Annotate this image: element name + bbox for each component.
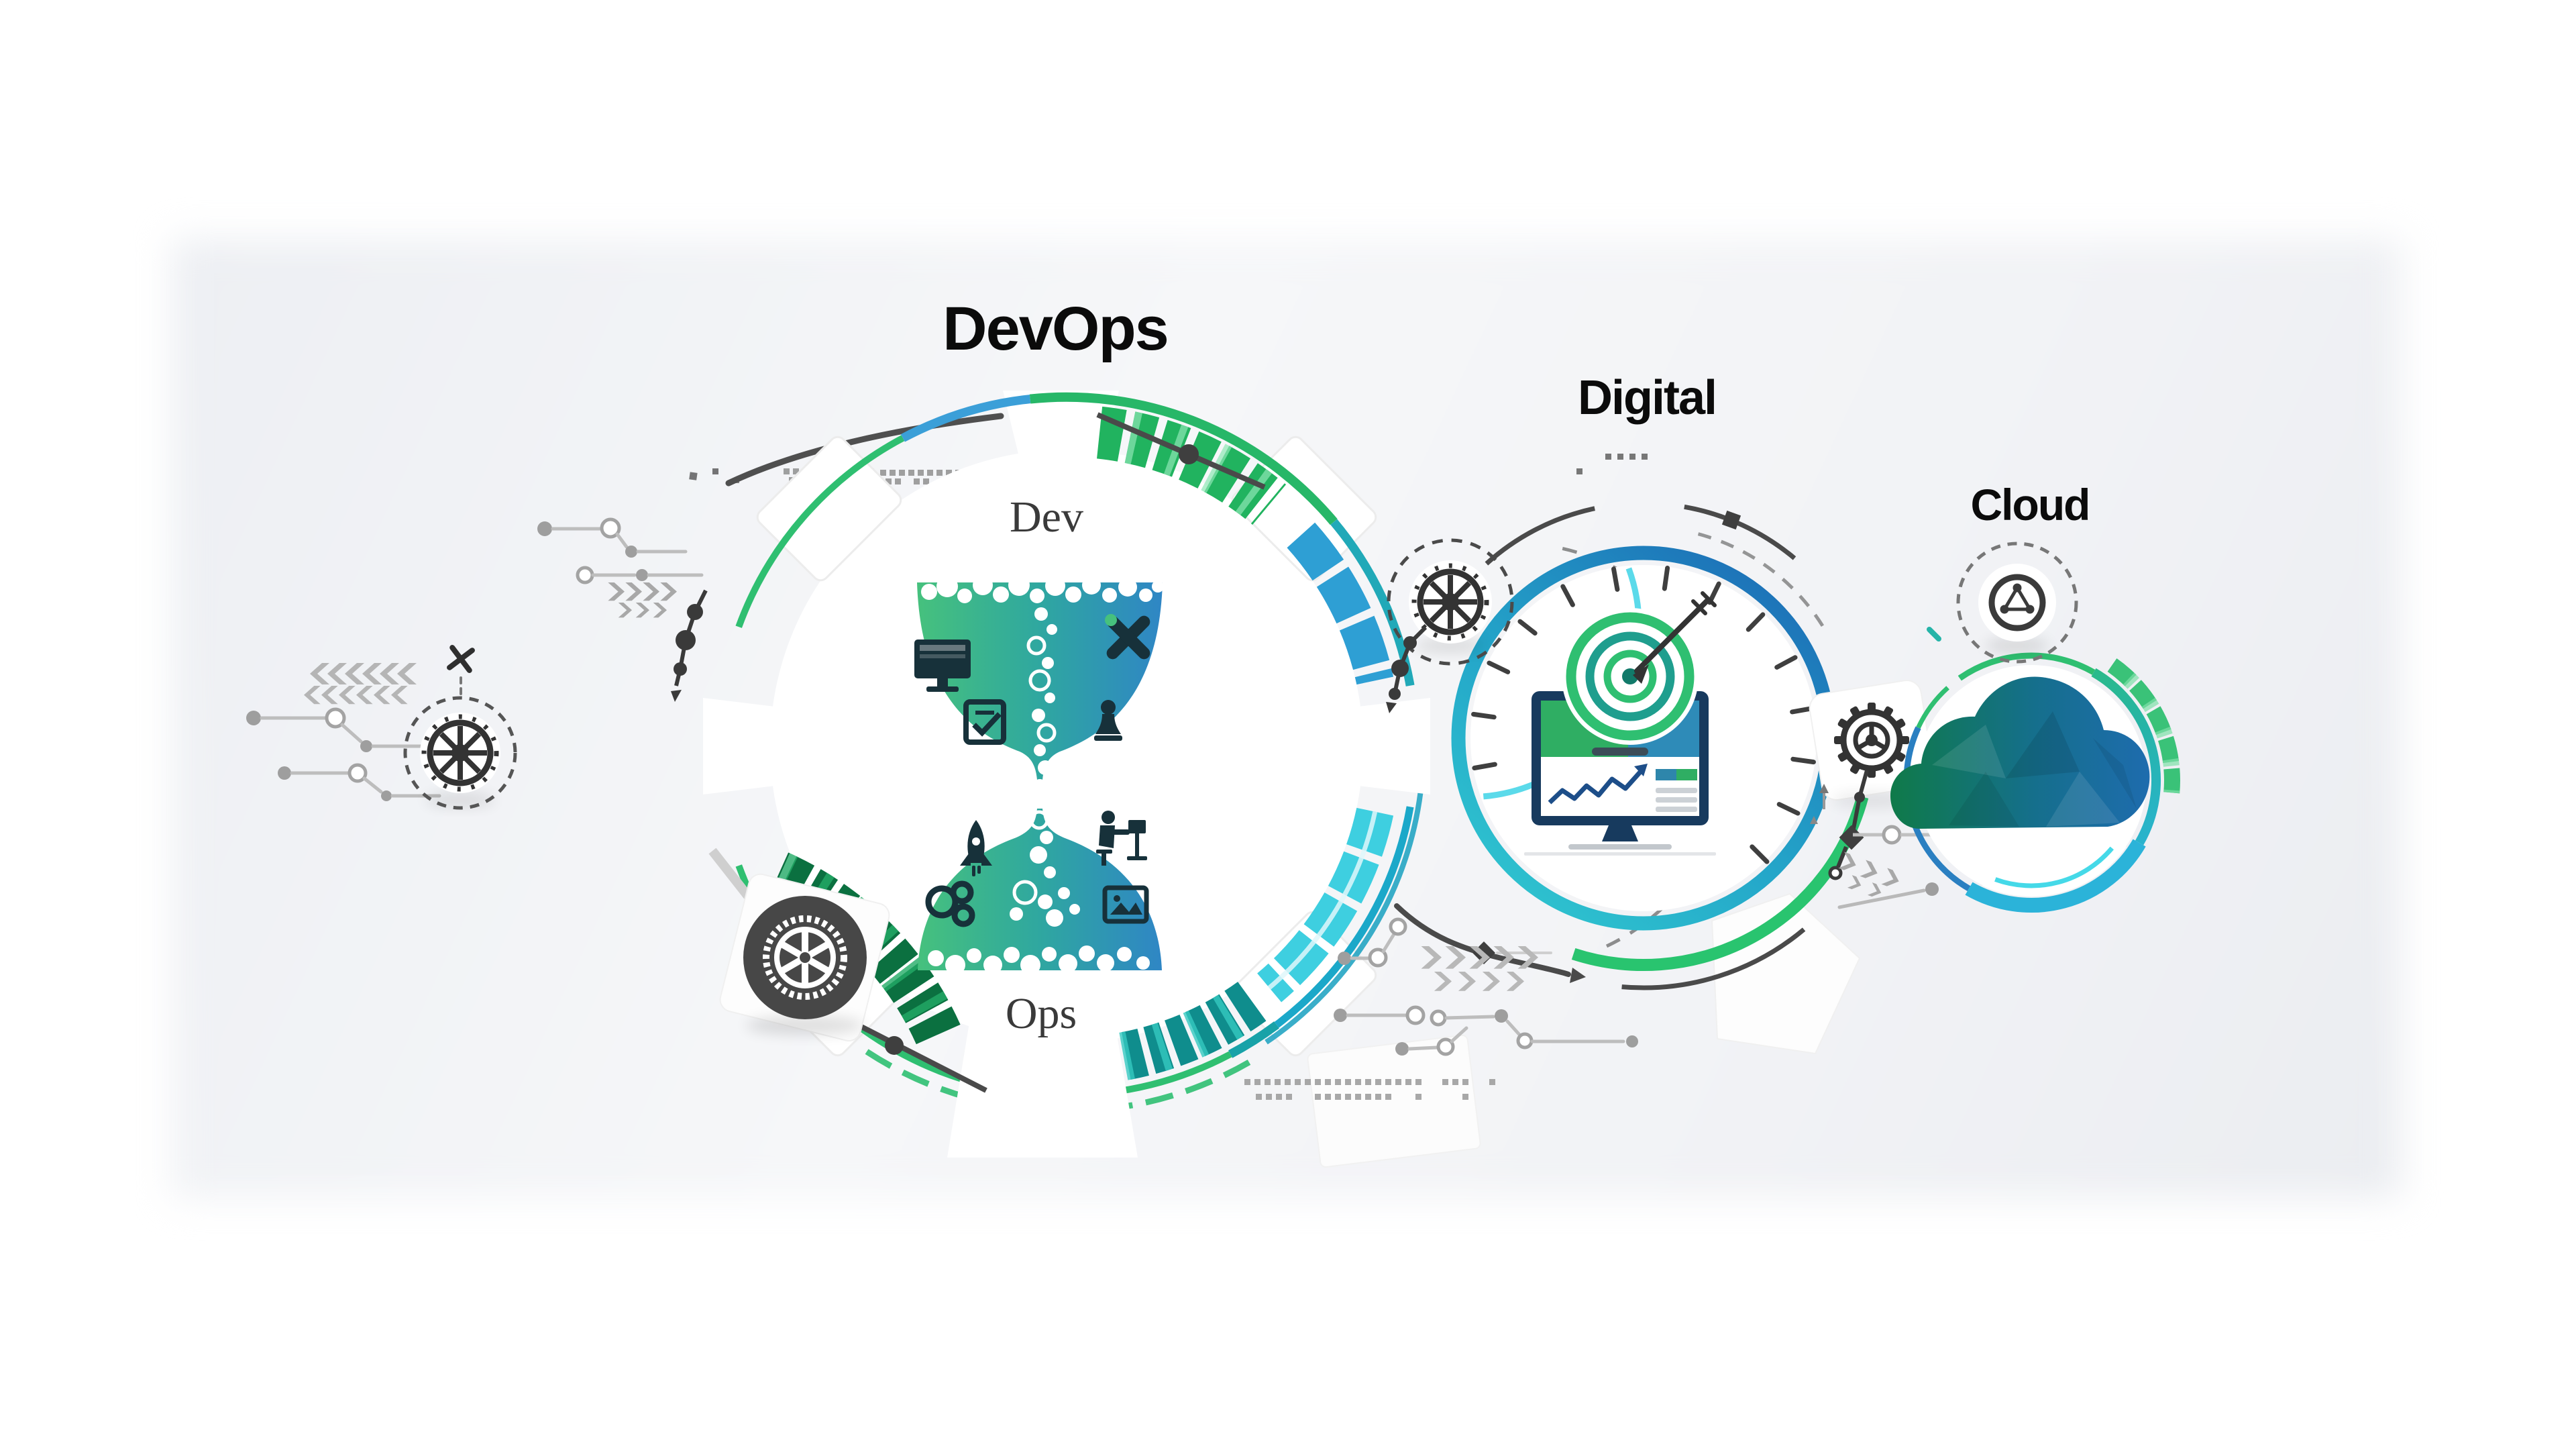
chevron-arrows-gear bbox=[1838, 852, 1902, 899]
digital-wheel-badge bbox=[1386, 538, 1514, 713]
digital-orbit-arc-left bbox=[1485, 506, 1595, 566]
bubble-stream bbox=[921, 574, 1164, 975]
solid-gear-badge bbox=[719, 873, 890, 1041]
chart-line bbox=[1548, 767, 1645, 805]
circuit-cluster-bottom bbox=[1334, 903, 1638, 1056]
solid-gear-icon bbox=[743, 896, 867, 1019]
spoked-wheel-icon-digital bbox=[1411, 563, 1489, 641]
workstation-icon bbox=[1096, 811, 1147, 866]
cloud-node-badge bbox=[1956, 542, 2078, 664]
chevron-arrows-left bbox=[304, 663, 417, 705]
digital-green-arc bbox=[1571, 795, 1869, 972]
devops-rim-arcs bbox=[735, 392, 1425, 1115]
hourglass bbox=[914, 574, 1164, 975]
node-triangle-icon bbox=[2001, 584, 2033, 611]
cloud-title: Cloud bbox=[1970, 480, 2091, 529]
digital-title: Digital bbox=[1577, 371, 1717, 425]
monitor-icon bbox=[914, 639, 971, 692]
hourglass-icons bbox=[914, 614, 1150, 927]
ops-segment-label: Ops bbox=[1005, 989, 1077, 1038]
chevron-arrows-upper bbox=[608, 582, 677, 618]
gear-notch-west bbox=[703, 698, 859, 795]
image-icon bbox=[1102, 885, 1149, 924]
circuit-cluster-upper-left bbox=[537, 517, 704, 584]
rocket-icon bbox=[960, 820, 992, 876]
digital-dashed-orbit-right bbox=[1697, 532, 1828, 633]
devops-gear-circle bbox=[671, 391, 1430, 1158]
digital-group bbox=[1386, 454, 1874, 990]
outline-gear-icon bbox=[1834, 703, 1909, 778]
halftone-dots-digital bbox=[1576, 454, 1648, 474]
spoked-wheel-icon bbox=[421, 714, 499, 792]
gear-cluster-icon bbox=[925, 880, 975, 927]
speedometer-ticks bbox=[1471, 566, 1816, 864]
cloud-trace bbox=[1837, 882, 1939, 909]
chess-pawn-icon bbox=[1094, 700, 1122, 741]
commit-chain bbox=[671, 589, 708, 702]
cloud-ring bbox=[1903, 652, 2180, 913]
gear-notch-south bbox=[947, 937, 1138, 1158]
low-poly-cloud-icon bbox=[1890, 676, 2150, 829]
dart-icon bbox=[1633, 591, 1717, 684]
outline-gear-badge bbox=[1809, 680, 1991, 899]
digital-orbit-arc-right bbox=[1684, 504, 1796, 560]
ribbon-paper bbox=[1307, 892, 1861, 1168]
devops-title: DevOps bbox=[943, 295, 1169, 363]
checklist-icon bbox=[963, 699, 1006, 745]
digital-dark-arc bbox=[1621, 927, 1806, 990]
left-wheel-badge bbox=[403, 696, 517, 810]
cross-mark-icon bbox=[447, 645, 475, 697]
gear-notch-east bbox=[1275, 698, 1430, 795]
dev-segment-label: Dev bbox=[1010, 493, 1083, 542]
crossed-tools-icon bbox=[1105, 614, 1150, 660]
gear-notch-north bbox=[1003, 391, 1119, 542]
circuit-cluster-left bbox=[246, 707, 441, 801]
cloud-group bbox=[1837, 542, 2180, 913]
